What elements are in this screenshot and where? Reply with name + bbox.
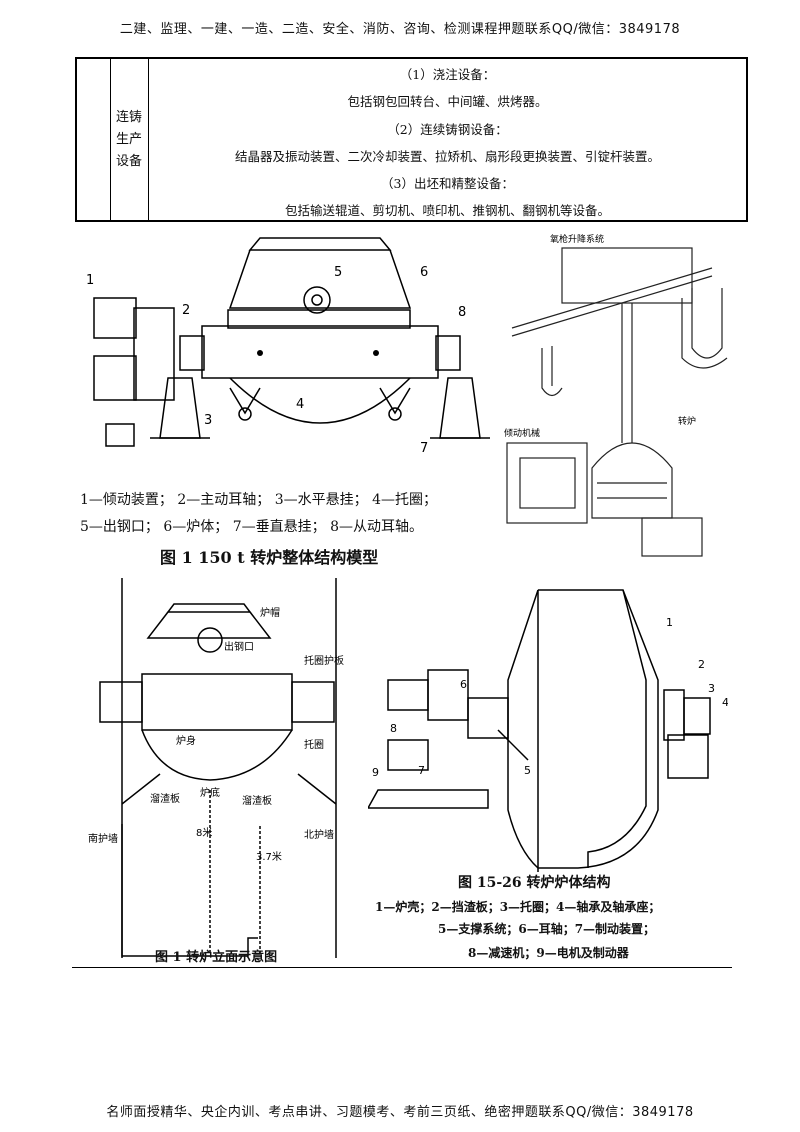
section-divider: [72, 967, 732, 968]
callout-number: 5: [524, 764, 531, 777]
callout-number: 3: [708, 682, 715, 695]
elevation-caption: 图 1 转炉立面示意图: [155, 950, 278, 965]
content-line: 结晶器及振动装置、二次冷却装置、拉矫机、扇形段更换装置、引锭杆装置。: [234, 149, 660, 164]
table-category-cell: 连铸 生产 设备: [110, 59, 149, 220]
converter-structure-drawing: 1 2 3 4 5 6 7 8: [86, 237, 490, 456]
ring-guard-label: 托圈护板: [304, 654, 344, 667]
callout-number: 4: [722, 696, 728, 709]
callout-number: 7: [420, 441, 428, 456]
callout-number: 1: [666, 616, 673, 629]
category-line: 生产: [115, 131, 142, 147]
content-line: （1）浇注设备：: [399, 67, 496, 82]
figure1-legend-line: 5—出钢口； 6—炉体； 7—垂直悬挂； 8—从动耳轴。: [80, 519, 423, 535]
figure1-legend-line: 1—倾动装置； 2—主动耳轴； 3—水平悬挂； 4—托圈；: [80, 492, 437, 508]
figure15-caption: 图 15-26 转炉炉体结构: [458, 875, 611, 891]
figure15-legend-line: 5—支撑系统；6—耳轴；7—制动装置；: [438, 922, 656, 936]
bottom-label: 炉底: [200, 786, 220, 799]
lance-system-label: 氧枪升降系统: [550, 233, 604, 245]
slag-plate-left-label: 溜渣板: [150, 792, 180, 805]
callout-number: 9: [372, 766, 379, 779]
page-header: 二建、监理、一建、一造、二造、安全、消防、咨询、检测课程押题联系QQ/微信：38…: [119, 22, 681, 37]
converter-3d-illustration: 氧枪升降系统 倾动机械 转炉: [504, 233, 728, 557]
table-content-cell: （1）浇注设备： 包括钢包回转台、中间罐、烘烤器。 （2）连续铸钢设备： 结晶器…: [149, 59, 746, 220]
callout-number: 6: [420, 265, 428, 280]
figure15-legend-line: 1—炉壳；2—挡渣板；3—托圈；4—轴承及轴承座；: [375, 900, 661, 914]
callout-number: 6: [460, 678, 467, 691]
converter-elevation-schematic: 炉帽 出钢口 托圈护板 炉身 托圈 溜渣板 炉底 溜渣板 南护墙 北护墙 8米 …: [88, 578, 344, 958]
callout-number: 3: [204, 413, 212, 428]
content-line: （3）出坯和精整设备：: [381, 176, 514, 191]
converter-label: 转炉: [678, 415, 696, 427]
callout-number: 5: [334, 265, 342, 280]
tap-hole-label: 出钢口: [224, 640, 254, 653]
equipment-table: 连铸 生产 设备 （1）浇注设备： 包括钢包回转台、中间罐、烘烤器。 （2）连续…: [75, 57, 748, 222]
slag-plate-right-label: 溜渣板: [242, 794, 272, 807]
page-footer: 名师面授精华、央企内训、考点串讲、习题模考、考前三页纸、绝密押题联系QQ/微信：…: [106, 1105, 694, 1120]
callout-number: 2: [182, 303, 190, 318]
tilting-machine-label: 倾动机械: [504, 427, 540, 439]
dimension-3-7m-label: 3.7米: [256, 850, 282, 863]
callout-number: 7: [418, 764, 425, 777]
converter-body-structure-drawing: 1 2 3 4 5 6 7 8 9: [368, 589, 728, 872]
figure1-caption: 图 1 150 t 转炉整体结构模型: [160, 548, 379, 567]
body-label: 炉身: [176, 734, 196, 747]
ring-label: 托圈: [304, 738, 324, 751]
south-wall-label: 南护墙: [88, 832, 118, 845]
content-line: 包括钢包回转台、中间罐、烘烤器。: [347, 94, 548, 109]
dimension-8m-label: 8米: [196, 826, 212, 839]
figure15-legend-line: 8—减速机；9—电机及制动器: [468, 946, 629, 960]
hood-label: 炉帽: [260, 606, 280, 619]
callout-number: 2: [698, 658, 705, 671]
category-line: 连铸: [115, 109, 142, 125]
callout-number: 8: [458, 305, 466, 320]
callout-number: 1: [86, 273, 94, 288]
category-line: 设备: [115, 153, 142, 169]
content-line: （2）连续铸钢设备：: [387, 122, 508, 137]
table-column-blank: [77, 59, 111, 220]
callout-number: 4: [296, 397, 304, 412]
content-line: 包括输送辊道、剪切机、喷印机、推钢机、翻钢机等设备。: [284, 203, 610, 218]
callout-number: 8: [390, 722, 397, 735]
north-wall-label: 北护墙: [304, 828, 334, 841]
